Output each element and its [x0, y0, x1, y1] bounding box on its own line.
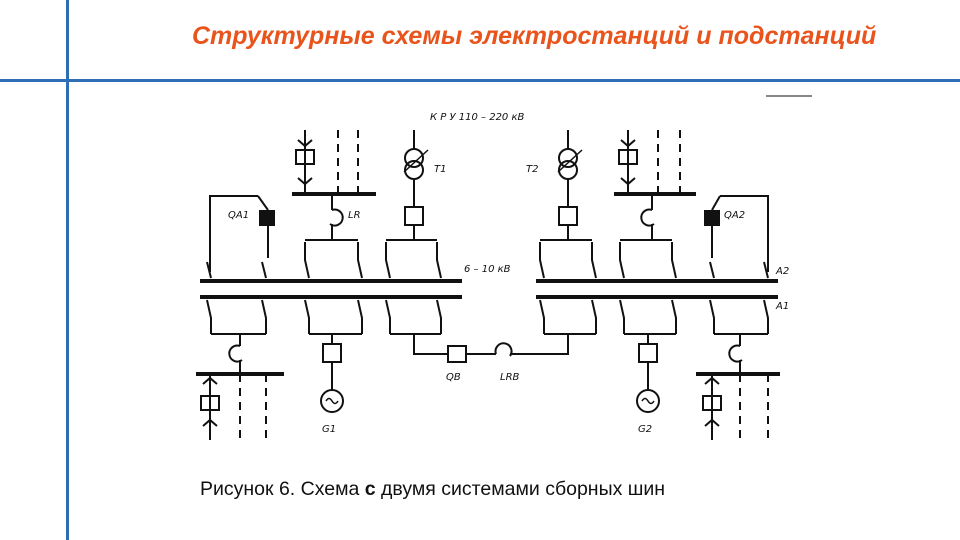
caption-text-start: Рисунок 6. Схема — [200, 478, 365, 500]
transformer-t1 — [403, 130, 429, 240]
top-disconnectors — [206, 239, 769, 279]
label-t2: Т2 — [526, 164, 538, 175]
qa2-breaker-icon — [704, 210, 720, 226]
generator-g1 — [320, 334, 344, 413]
qa1-breaker-icon — [259, 210, 275, 226]
bottom-left-feeder — [196, 334, 284, 440]
bottom-right-feeder — [696, 334, 780, 440]
label-g1: G1 — [322, 424, 336, 435]
label-lr: LR — [348, 210, 361, 221]
label-voltage: 6 – 10 кВ — [464, 264, 511, 275]
transformer-t2 — [557, 130, 583, 240]
lr-reactor-left — [329, 196, 344, 240]
label-qa1: QA1 — [228, 210, 249, 221]
left-upper-feeder — [292, 130, 376, 196]
qa2-section — [704, 195, 769, 272]
caption-text-end: двумя системами сборных шин — [375, 478, 666, 500]
right-upper-feeder — [614, 130, 696, 240]
figure-caption: Рисунок 6. Схема с двумя системами сборн… — [200, 478, 665, 501]
label-g2: G2 — [638, 424, 652, 435]
label-kru: К Р У 110 – 220 кВ — [430, 112, 525, 123]
label-lrb: LRB — [500, 372, 520, 383]
slide-title: Структурные схемы электростанций и подст… — [192, 22, 877, 50]
label-qb: QB — [446, 372, 461, 383]
bus-coupler-qb — [413, 334, 569, 363]
accent-horizontal-line — [0, 79, 960, 82]
busbar-diagram: К Р У 110 – 220 кВ Т1 Т2 QA1 QA2 LR 6 – … — [180, 92, 820, 452]
label-t1: Т1 — [434, 164, 446, 175]
label-a1: А1 — [775, 301, 789, 312]
bottom-disconnectors — [206, 299, 769, 335]
qa1-section — [209, 195, 275, 272]
label-qa2: QA2 — [724, 210, 745, 221]
generator-g2 — [636, 334, 660, 413]
caption-text-bold: с — [364, 478, 376, 500]
accent-vertical-line — [66, 0, 69, 540]
label-a2: А2 — [775, 266, 789, 277]
